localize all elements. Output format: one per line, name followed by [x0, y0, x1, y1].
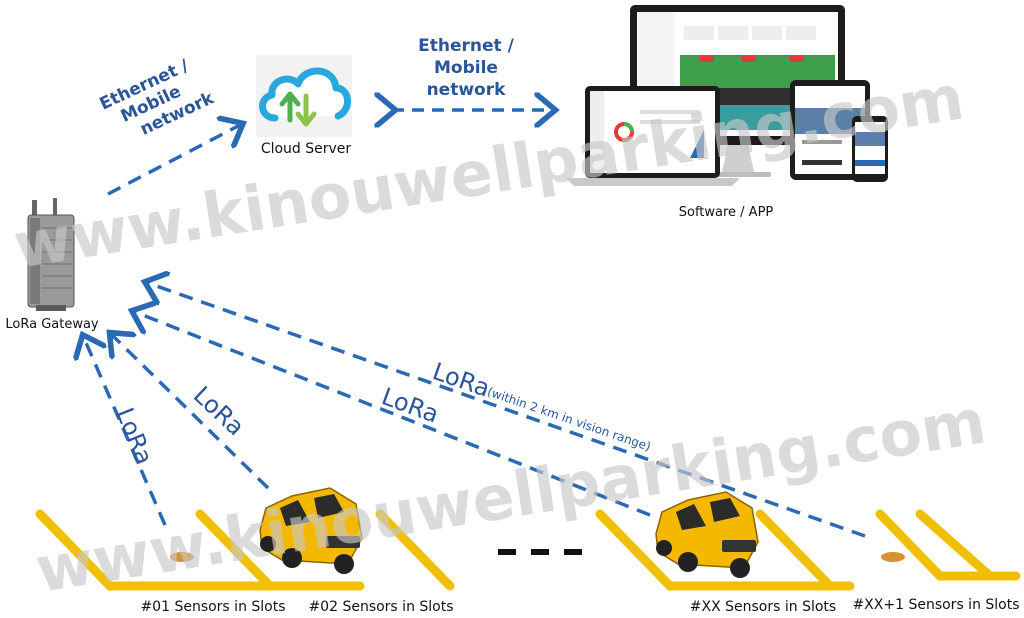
lora-label-2: LoRa: [188, 381, 250, 441]
watermark-bottom: www.kinouwellparking.com: [31, 385, 991, 607]
slot-label-xx: #XX Sensors in Slots: [690, 599, 836, 615]
cloud-software-label-line-3: network: [427, 80, 507, 100]
lora-link-slot-02: [112, 335, 270, 490]
cloud-software-label-line-2: Mobile: [434, 58, 498, 78]
ellipsis-dots: [498, 549, 582, 555]
car-slot-02: [259, 487, 363, 574]
lora-label-4: LoRa: [429, 357, 493, 403]
slot-label-xx-plus-1: #XX+1 Sensors in Slots: [852, 597, 1019, 613]
gateway-cloud-link: [107, 125, 240, 196]
software-devices: [566, 5, 888, 186]
lora-link-slot-01: [84, 338, 167, 526]
lora-label-1: LoRa: [110, 404, 158, 469]
lora-link-slot-xx: [135, 312, 651, 517]
cloud-software-label: Ethernet / Mobile network: [418, 36, 514, 100]
cloud-server-icon: [256, 55, 352, 137]
slot-label-02: #02 Sensors in Slots: [308, 599, 453, 615]
sensor-xx-plus-1: [881, 552, 905, 562]
lora-link-slot-xx-plus-1: [148, 283, 866, 538]
slot-label-01: #01 Sensors in Slots: [140, 599, 285, 615]
lora-gateway-label: LoRa Gateway: [5, 317, 99, 332]
cloud-software-label-line-1: Ethernet /: [418, 36, 514, 56]
car-slot-xx: [655, 491, 759, 578]
phone: [852, 116, 888, 182]
gateway-cloud-label: Ethernet / Mobile network: [97, 56, 218, 140]
software-app-label: Software / APP: [679, 205, 774, 220]
cloud-server-label: Cloud Server: [261, 141, 352, 157]
parking-slots: [35, 509, 1021, 591]
lora-gateway-device: [27, 198, 75, 311]
sensor-01: [170, 552, 194, 562]
laptop: [566, 86, 740, 186]
